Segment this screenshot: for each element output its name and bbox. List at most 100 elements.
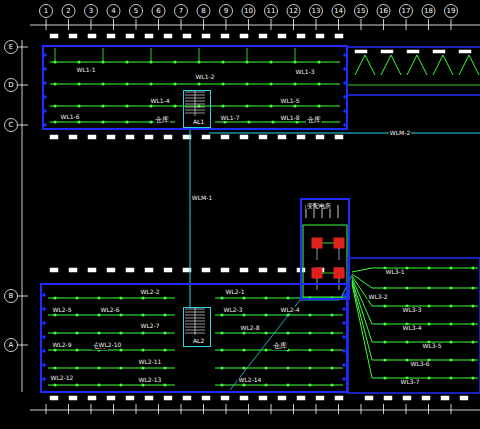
lamp-symbol <box>449 340 452 343</box>
outline <box>459 50 471 53</box>
outline <box>183 396 191 400</box>
outline <box>88 396 96 400</box>
circuit-label: WL1-5 <box>279 98 300 104</box>
wire <box>338 404 339 414</box>
lamp-symbol <box>119 331 122 334</box>
outline <box>335 135 343 139</box>
lamp-symbol <box>119 313 122 316</box>
panel-box: AL2 <box>183 307 211 347</box>
lamp-symbol <box>163 313 166 316</box>
wire <box>248 404 249 414</box>
lamp-symbol <box>75 383 78 386</box>
lamp-symbol <box>53 296 56 299</box>
axis-number: 16 <box>378 8 389 15</box>
wire <box>55 48 56 62</box>
lamp-symbol <box>97 366 100 369</box>
outline <box>403 396 411 400</box>
axis-number: 6 <box>155 8 161 15</box>
wire <box>113 404 114 414</box>
outline <box>69 135 77 139</box>
wire <box>348 94 480 96</box>
wire <box>113 19 114 30</box>
lamp-symbol <box>342 377 346 381</box>
wire <box>22 40 23 392</box>
lamp-symbol <box>342 321 346 325</box>
panel-name: AL2 <box>192 338 205 344</box>
lamp-symbol <box>141 366 144 369</box>
lamp-symbol <box>427 286 430 289</box>
outline <box>278 34 286 38</box>
lamp-symbol <box>286 331 289 334</box>
outline <box>259 396 267 400</box>
circuit-label: WL2-6 <box>99 307 120 313</box>
lamp-symbol <box>471 304 474 307</box>
lamp-symbol <box>149 120 152 123</box>
lamp-symbol <box>101 104 104 107</box>
wire <box>68 404 69 414</box>
axis-number: 1 <box>43 8 49 15</box>
wire <box>322 243 334 244</box>
circuit-label: WL2-10 <box>98 342 123 348</box>
lamp-symbol <box>221 104 224 107</box>
lamp-symbol <box>163 348 166 351</box>
axis-number: 2 <box>65 8 71 15</box>
axis-bubble <box>5 41 18 54</box>
lamp-symbol <box>264 296 267 299</box>
lamp-symbol <box>42 307 46 311</box>
lamp-symbol <box>271 120 274 123</box>
lamp-symbol <box>125 104 128 107</box>
outline <box>164 135 172 139</box>
lamp-symbol <box>149 104 152 107</box>
circuit-label: WL1-4 <box>149 98 170 104</box>
lamp-symbol <box>317 104 320 107</box>
outline <box>145 396 153 400</box>
lamp-symbol <box>141 331 144 334</box>
wire <box>136 19 137 30</box>
lamp-symbol <box>141 383 144 386</box>
outline <box>183 34 191 38</box>
axis-bubble <box>5 79 18 92</box>
lamp-symbol <box>42 335 46 339</box>
lamp-symbol <box>286 366 289 369</box>
circuit-label: WL2-3 <box>222 307 243 313</box>
lamp-symbol <box>119 296 122 299</box>
wire <box>158 19 159 30</box>
lamp-symbol <box>293 104 296 107</box>
wire <box>158 404 159 414</box>
outline <box>259 268 267 272</box>
lamp-symbol <box>53 82 56 85</box>
lamp-symbol <box>53 366 56 369</box>
lamp-symbol <box>286 383 289 386</box>
lamp-symbol <box>173 82 176 85</box>
outline <box>334 268 344 278</box>
lamp-symbol <box>221 60 224 63</box>
wire <box>316 404 317 414</box>
lamp-symbol <box>245 104 248 107</box>
lamp-symbol <box>308 348 311 351</box>
wire <box>195 91 196 116</box>
axis-number: 5 <box>133 8 139 15</box>
lamp-symbol <box>141 296 144 299</box>
wire <box>17 345 28 346</box>
wire <box>322 273 334 274</box>
circuit-label: WL2-2 <box>139 289 160 295</box>
wire <box>381 55 401 75</box>
axis-bubble <box>5 119 18 132</box>
outline <box>50 34 58 38</box>
outline <box>316 396 324 400</box>
wire <box>48 298 175 299</box>
wire <box>271 404 272 414</box>
wire <box>209 133 480 134</box>
lamp-symbol <box>119 348 122 351</box>
circuit-label: WL1-2 <box>194 74 215 80</box>
lamp-symbol <box>197 82 200 85</box>
outline <box>316 34 324 38</box>
axis-bubble <box>152 5 165 18</box>
lamp-symbol <box>75 348 78 351</box>
outline <box>278 135 286 139</box>
room-name: 仓库 <box>272 343 288 350</box>
wire <box>361 404 362 414</box>
lamp-symbol <box>471 376 474 379</box>
outline <box>88 268 96 272</box>
wire <box>361 19 362 30</box>
